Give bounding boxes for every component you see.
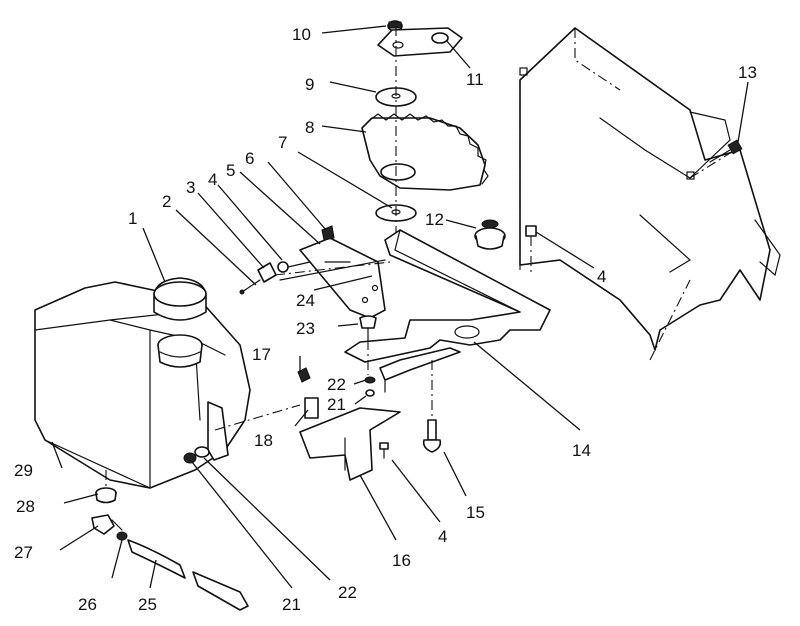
callout-6: 6 [245,149,254,168]
callout-18: 18 [254,431,273,450]
callout-25: 25 [138,595,157,614]
callout-27: 27 [14,543,33,562]
callout-15: 15 [466,503,485,522]
screw-4-panel [525,225,537,276]
callout-16: 16 [392,551,411,570]
callout-4-lever: 4 [208,170,217,189]
fuel-tank-29 [34,281,251,489]
bracket-16 [299,407,401,481]
callout-24: 24 [296,291,315,310]
callout-8: 8 [305,118,314,137]
callout-labels: 1 2 3 4 5 6 7 8 9 10 11 12 13 4 14 15 4 … [14,25,757,614]
callout-3: 3 [186,178,195,197]
callout-13: 13 [738,63,757,82]
callout-12: 12 [425,210,444,229]
callout-5: 5 [226,161,235,180]
sector-gear-8 [361,113,489,191]
washer-22-tank [194,446,210,458]
callout-23: 23 [296,319,315,338]
callout-9: 9 [305,75,314,94]
bolt-15 [422,360,442,453]
callout-4-panel: 4 [597,267,606,286]
screw-13 [689,139,743,179]
callout-10: 10 [292,25,311,44]
bolt-4-lever [277,261,311,273]
callout-21-tank: 21 [282,595,301,614]
callout-4-bracket: 4 [438,527,447,546]
callout-17: 17 [252,345,271,364]
screw-17 [297,367,311,383]
pin-2 [239,279,261,295]
nut-21-tank [183,452,197,464]
clip-18 [304,397,319,419]
callout-1: 1 [128,209,137,228]
side-panel [519,27,781,361]
callout-2: 2 [162,192,171,211]
callout-7: 7 [278,133,287,152]
clamp-26 [116,531,128,541]
nut-22-center [364,376,376,384]
bolt-23 [359,315,377,341]
fuel-neck [157,334,203,368]
bracket-14 [344,229,551,393]
plate-11 [377,27,463,57]
clip-3 [257,262,277,283]
bolt-4-bracket [379,442,389,459]
fuel-cap-1 [153,277,207,321]
callout-26: 26 [78,595,97,614]
callout-14: 14 [572,441,591,460]
callout-28: 28 [16,497,35,516]
grommet-28 [95,487,117,504]
nut-10 [387,20,403,32]
grommet-12 [474,219,506,250]
washer-21-center [365,389,375,397]
callout-22-tank: 22 [338,583,357,602]
callout-21-center: 21 [327,395,346,414]
callout-22-center: 22 [327,375,346,394]
fuel-hose-25 [127,539,249,611]
callout-11: 11 [466,70,484,89]
tank-mount-bracket [207,401,229,461]
leader-lines [51,25,749,589]
callout-29: 29 [14,461,33,480]
fitting-27 [91,514,123,535]
